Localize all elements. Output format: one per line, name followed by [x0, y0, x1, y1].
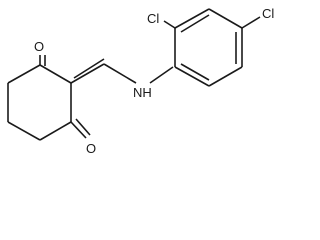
bond-a3-a4	[208, 8, 243, 29]
bond-c2-ch-single	[70, 63, 105, 84]
enamine-linker	[70, 58, 174, 84]
bond-a5-a6	[208, 66, 243, 87]
chemical-structure-diagram: O O NH Cl Cl	[7, 6, 274, 156]
oxygen-bottom-label: O	[86, 141, 96, 156]
oxygen-top-label: O	[34, 39, 44, 54]
bond-c3-c4	[39, 121, 72, 141]
bond-a2-a3	[174, 8, 210, 29]
nitrogen-nh-label: NH	[133, 85, 152, 100]
bond-c3-o-double	[75, 118, 91, 136]
chlorine-ortho-label: Cl	[147, 11, 159, 26]
bond-c2-ch-double	[73, 58, 105, 79]
bond-c6-c1	[7, 64, 41, 84]
bond-a2-a3-inner	[180, 14, 210, 33]
bond-ch-nh	[103, 63, 137, 84]
chlorine-para-label: Cl	[262, 6, 274, 21]
bond-c4-c5	[7, 121, 41, 141]
cyclohexanedione-ring	[7, 64, 72, 141]
bond-a6-a1-inner	[180, 63, 210, 81]
carbonyl-top	[39, 55, 46, 66]
carbonyl-bottom	[70, 118, 91, 139]
dichlorophenyl-ring	[174, 8, 243, 87]
bond-a6-a1	[174, 66, 210, 87]
bond-a4-cl	[241, 16, 261, 29]
bond-c1-c2	[39, 64, 72, 84]
bond-a2-cl	[163, 20, 176, 29]
bond-c3-o-single	[70, 121, 87, 139]
bond-nh-aryl	[149, 66, 174, 84]
